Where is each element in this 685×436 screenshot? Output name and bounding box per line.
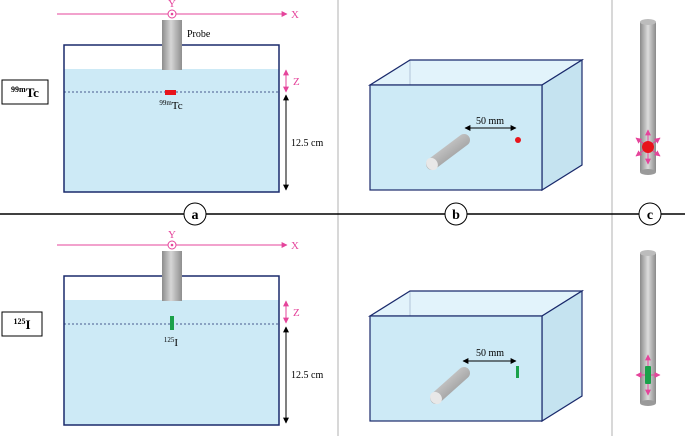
row-i125: 125I X Y 125I Z 12.5 cm 50 mm xyxy=(1,229,661,426)
y-axis-label: Y xyxy=(168,0,176,10)
panel-label-b: b xyxy=(444,202,468,226)
svg-text:b: b xyxy=(452,208,460,223)
source-tc xyxy=(165,90,176,95)
tank-front-face xyxy=(369,84,543,191)
tank-3d: 50 mm xyxy=(367,58,585,192)
probe xyxy=(162,251,182,301)
probe-3d xyxy=(430,367,470,404)
isotope-label-text: 99mTc xyxy=(11,85,39,100)
source-label: 99mTc xyxy=(159,99,182,112)
source-i-3d xyxy=(516,366,519,378)
point-source-tc xyxy=(642,141,654,153)
source-i xyxy=(170,316,174,330)
probe xyxy=(162,20,182,70)
probe-label: Probe xyxy=(187,29,211,40)
distance-label: 50 mm xyxy=(476,348,504,359)
source-label: 125I xyxy=(164,336,179,349)
row-tc99m: 99mTc X Y Probe 99mTc Z 12.5 cm xyxy=(1,0,661,193)
isotope-label-text: 125I xyxy=(13,317,30,332)
depth-label: 12.5 cm xyxy=(291,138,323,149)
z-axis-label: Z xyxy=(293,76,300,88)
seed-source-i xyxy=(645,366,651,384)
tank-3d: 50 mm xyxy=(367,289,585,423)
isotope-label-i: 125I xyxy=(1,311,43,337)
panel-label-c: c xyxy=(638,202,662,226)
panel-label-a: a xyxy=(183,202,207,226)
depth-label: 12.5 cm xyxy=(291,370,323,381)
svg-text:c: c xyxy=(647,208,653,223)
source-tc-3d xyxy=(515,137,521,143)
water-volume xyxy=(64,69,279,192)
isotope-label-tc: 99mTc xyxy=(1,79,49,105)
source-rod-i xyxy=(635,250,661,406)
source-rod-tc xyxy=(635,19,661,175)
z-axis-label: Z xyxy=(293,307,300,319)
distance-label: 50 mm xyxy=(476,116,504,127)
x-axis-label: X xyxy=(291,9,299,21)
y-axis-label: Y xyxy=(168,229,176,241)
probe-3d xyxy=(426,134,470,170)
tank-front-face xyxy=(369,315,543,422)
x-axis-label: X xyxy=(291,240,299,252)
svg-text:a: a xyxy=(192,208,199,223)
